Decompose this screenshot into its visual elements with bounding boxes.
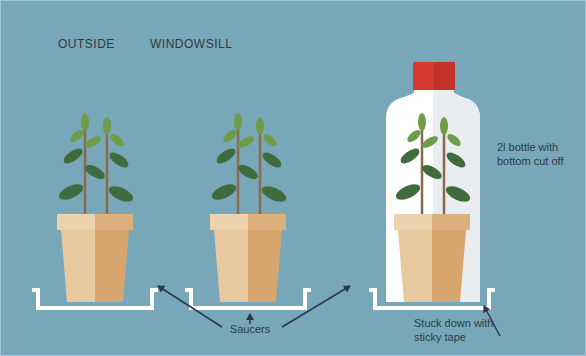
leader-arrow: [282, 286, 350, 327]
bottle-cap: [434, 62, 455, 90]
location-label: OUTSIDE: [58, 37, 148, 51]
saucer: [369, 290, 495, 308]
potted-plant: [394, 113, 473, 302]
saucer: [185, 290, 311, 308]
saucer: [32, 290, 158, 308]
bottle-cap: [413, 62, 434, 90]
potted-plant: [210, 113, 289, 302]
part-label: Saucers: [215, 322, 285, 336]
location-label: WINDOWSILL: [150, 37, 260, 51]
leader-arrow: [249, 314, 251, 324]
part-label: 2l bottle with bottom cut off: [497, 140, 567, 168]
leader-arrow: [158, 286, 222, 327]
bottle: [386, 80, 480, 302]
note-label: Stuck down with sticky tape: [414, 316, 510, 344]
potted-plant: [57, 113, 136, 302]
